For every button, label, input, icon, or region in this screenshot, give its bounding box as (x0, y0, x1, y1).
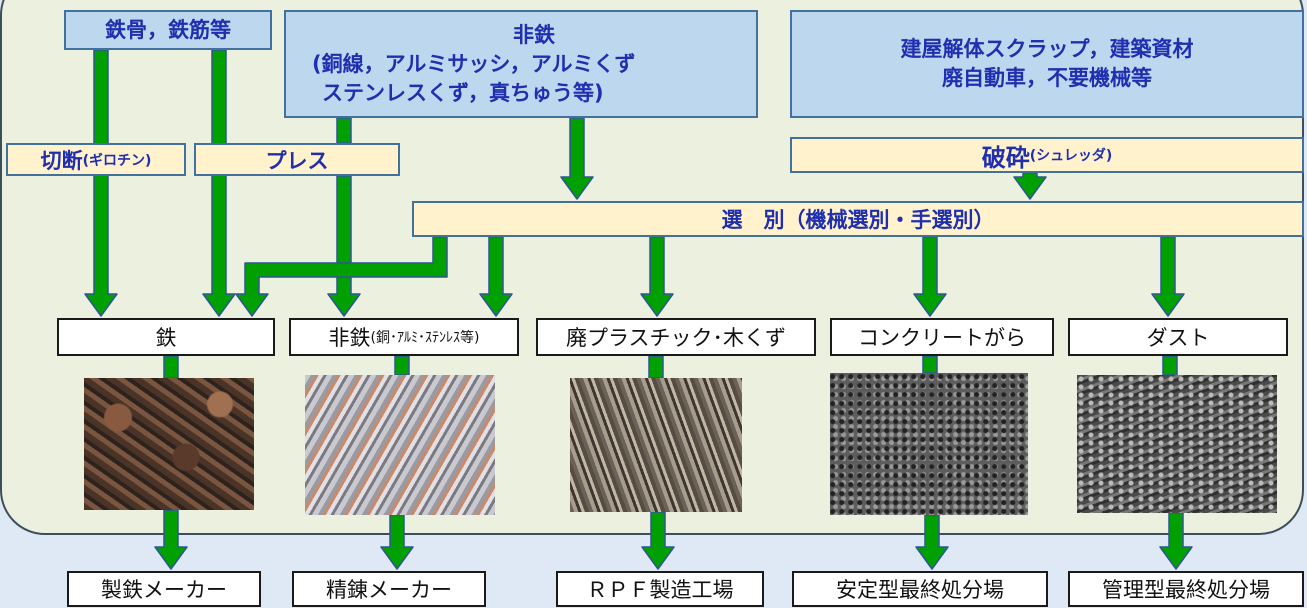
output-iron-label: 鉄 (155, 326, 177, 350)
plastic-wood-scrap-photo (570, 378, 742, 512)
nonferrous-to-sort-arrow (560, 117, 594, 200)
output-nonferrous-box: 非鉄(銅･ｱﾙﾐ･ｽﾃﾝﾚｽ等) (289, 318, 519, 356)
output-plastic-label: 廃プラスチック･木くず (565, 326, 787, 350)
shred-note: (シュレッダ) (1029, 148, 1113, 164)
iron-to-steelmaker-arrow (154, 509, 188, 570)
output-concrete-label: コンクリートがら (858, 326, 1026, 350)
sort-to-concrete-arrow (913, 236, 947, 317)
output-iron-box: 鉄 (57, 318, 275, 356)
press-to-nonferrous-arrow (327, 175, 361, 317)
sort-to-dust-arrow (1151, 236, 1185, 317)
output-nonferrous-note: (銅･ｱﾙﾐ･ｽﾃﾝﾚｽ等) (370, 330, 480, 346)
source-demolition-line2: 廃自動車，不要機械等 (942, 66, 1152, 90)
source-nonferrous-line2: ステンレスくず，真ちゅう等) (322, 80, 604, 105)
dest-steelmaker-label: 製鉄メーカー (101, 578, 227, 602)
dest-refiner-label: 精錬メーカー (326, 578, 452, 602)
steel-right-arrow (202, 49, 236, 317)
shred-box: 破砕(シュレッダ) (790, 137, 1304, 173)
press-box: プレス (194, 143, 400, 176)
iron-scrap-photo (84, 378, 254, 510)
dust-photo (1077, 375, 1277, 513)
dest-managed-label: 管理型最終処分場 (1102, 578, 1270, 602)
concrete-to-stable-arrow (915, 514, 949, 570)
nonferrous-to-press-segment (336, 117, 352, 144)
output-dust-label: ダスト (1146, 326, 1210, 350)
source-demolition-line1: 建屋解体スクラップ，建築資材 (900, 37, 1194, 61)
concrete-photo-connector (922, 355, 938, 374)
dest-stable-label: 安定型最終処分場 (836, 578, 1004, 602)
shred-label: 破砕 (981, 143, 1030, 172)
source-demolition-box: 建屋解体スクラップ，建築資材 廃自動車，不要機械等 (790, 10, 1304, 118)
sort-to-nonferrous-arrow (479, 236, 513, 317)
source-nonferrous-title: 非鉄 (513, 22, 555, 47)
dest-rpf-label: ＲＰＦ製造工場 (586, 578, 734, 602)
plastic-to-rpf-arrow (641, 511, 675, 570)
source-steel-box: 鉄骨，鉄筋等 (64, 10, 272, 50)
output-dust-box: ダスト (1068, 318, 1288, 356)
sort-label: 選 別（機械選別・手選別） (721, 208, 995, 232)
output-plastic-box: 廃プラスチック･木くず (536, 318, 816, 356)
press-label: プレス (265, 148, 329, 173)
sort-box: 選 別（機械選別・手選別） (412, 201, 1304, 237)
dust-to-managed-arrow (1159, 512, 1193, 570)
dust-photo-connector (1162, 355, 1178, 376)
dest-refiner-box: 精錬メーカー (292, 571, 486, 607)
dest-stable-box: 安定型最終処分場 (792, 571, 1048, 607)
cutting-label: 切断 (40, 148, 83, 173)
dest-rpf-box: ＲＰＦ製造工場 (556, 571, 764, 607)
cutting-note: (ギロチン) (82, 152, 152, 169)
iron-photo-connector (163, 355, 179, 379)
source-nonferrous-box: 非鉄 (銅線，アルミサッシ，アルミくず ステンレスくず，真ちゅう等) (284, 10, 758, 118)
dest-managed-box: 管理型最終処分場 (1068, 571, 1304, 607)
steel-left-arrow (84, 49, 118, 317)
nonferrous-photo-connector (394, 355, 410, 376)
sort-to-plastic-arrow (640, 236, 674, 317)
sort-to-iron-elbow-arrow (235, 236, 448, 317)
plastic-photo-connector (648, 355, 664, 379)
source-steel-label: 鉄骨，鉄筋等 (105, 17, 231, 42)
concrete-rubble-photo (830, 373, 1028, 515)
dest-steelmaker-box: 製鉄メーカー (67, 571, 261, 607)
shred-to-sort-arrow (1013, 172, 1047, 200)
nonferrous-to-refiner-arrow (380, 514, 414, 570)
source-nonferrous-line1: (銅線，アルミサッシ，アルミくず (312, 51, 636, 76)
nonferrous-scrap-photo (305, 375, 495, 515)
output-concrete-box: コンクリートがら (830, 318, 1054, 356)
output-nonferrous-label: 非鉄 (328, 326, 371, 350)
cutting-box: 切断(ギロチン) (6, 143, 186, 176)
